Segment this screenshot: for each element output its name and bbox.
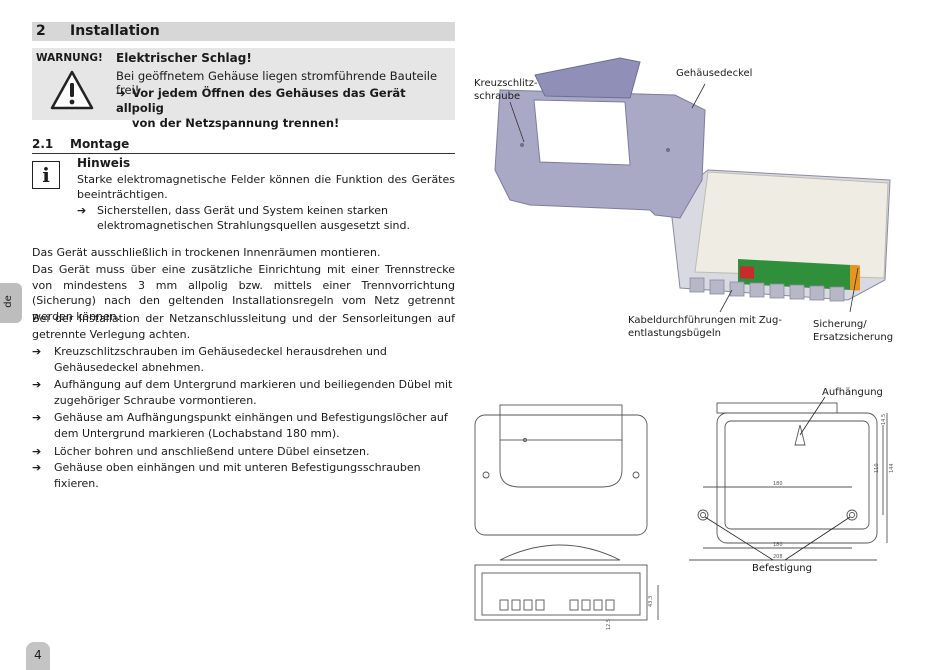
dim-depth: 43.3	[648, 596, 654, 607]
arrow-right-icon: ➔	[32, 445, 42, 458]
warning-action-line1: Vor jedem Öffnen des Gehäuses das Gerät …	[116, 86, 406, 115]
warning-text: Bei geöffnetem Gehäuse liegen stromführe…	[116, 69, 438, 97]
leader-line	[509, 101, 525, 143]
leader-line	[704, 516, 774, 561]
housing-cover	[494, 57, 706, 219]
section-header: 2 Installation	[32, 22, 455, 41]
hinweis-action: ➔ Sicherstellen, dass Gerät und System k…	[77, 203, 455, 233]
dim-height-a: 110	[874, 463, 880, 473]
subsection-number: 2.1	[32, 137, 54, 151]
warning-triangle-icon	[50, 70, 94, 110]
label-hanger: Aufhängung	[822, 387, 883, 398]
warning-action-line2: von der Netzspannung trennen!	[132, 116, 340, 130]
arrow-right-icon: ➔	[32, 345, 42, 358]
leader-line	[691, 83, 706, 109]
step-item: ➔Gehäuse oben einhängen und mit unteren …	[32, 461, 421, 490]
subsection-title: Montage	[70, 137, 130, 151]
leader-line	[784, 516, 851, 561]
dim-top-offset: 14.5	[881, 414, 887, 425]
step-item: ➔Gehäuse am Aufhängungspunkt einhängen u…	[32, 411, 448, 440]
label-fixing: Befestigung	[752, 563, 812, 574]
arrow-right-icon: ➔	[32, 411, 42, 424]
arrow-right-icon: ➔	[77, 204, 87, 217]
label-cover: Gehäusedeckel	[676, 68, 753, 79]
paragraph: Bei der Installation der Netzanschlussle…	[32, 312, 455, 341]
warning-box: WARNUNG! Elektrischer Schlag! Bei geöffn…	[32, 48, 455, 130]
dim-depth-b: 12.5	[606, 619, 612, 630]
arrow-right-icon: ➔	[116, 86, 126, 100]
step-item: ➔Kreuzschlitzschrauben im Gehäusedeckel …	[32, 345, 387, 374]
front-view-drawing: 43.3 12.5	[474, 404, 659, 630]
dim-width-outer: 208	[773, 554, 783, 560]
language-tab: de	[0, 283, 22, 323]
arrow-right-icon: ➔	[32, 461, 42, 474]
dim-hole-spacing: 180	[773, 481, 783, 487]
paragraph: Das Gerät ausschließlich in trockenen In…	[32, 246, 381, 259]
leader-line	[799, 396, 826, 436]
paragraph: Das Gerät muss über eine zusätzliche Ein…	[32, 263, 455, 323]
warning-action: ➔Vor jedem Öffnen des Gehäuses das Gerät…	[116, 86, 446, 131]
hinweis-title: Hinweis	[77, 156, 131, 170]
hinweis-action-text: Sicherstellen, dass Gerät und System kei…	[97, 204, 410, 232]
label-fuse: Sicherung/Ersatzsicherung	[813, 319, 894, 343]
step-item: ➔Löcher bohren und anschließend untere D…	[32, 445, 370, 458]
subsection-header: 2.1 Montage	[32, 137, 455, 154]
arrow-right-icon: ➔	[32, 378, 42, 391]
label-screw: Kreuzschlitz- schraube	[474, 78, 538, 102]
hinweis-text: Starke elektromagnetische Felder können …	[77, 173, 455, 201]
device-photo	[494, 57, 891, 313]
info-icon: i	[32, 161, 60, 189]
leader-line	[849, 267, 859, 313]
label-cable: Kabeldurchführungen mit Zug-entlastungsb…	[628, 315, 782, 339]
page-number: 4	[26, 642, 50, 670]
warning-title: Elektrischer Schlag!	[116, 51, 252, 65]
back-view-drawing: 180 180 208 110 144 14.5	[689, 396, 895, 561]
section-title: Installation	[70, 23, 160, 39]
housing-base	[669, 169, 891, 302]
section-number: 2	[36, 23, 46, 39]
leader-line	[719, 289, 733, 313]
step-item: ➔Aufhängung auf dem Untergrund markieren…	[32, 378, 453, 407]
warning-label: WARNUNG!	[36, 52, 103, 64]
dim-height-b: 144	[889, 463, 895, 473]
dim-width-inner: 180	[773, 542, 783, 548]
